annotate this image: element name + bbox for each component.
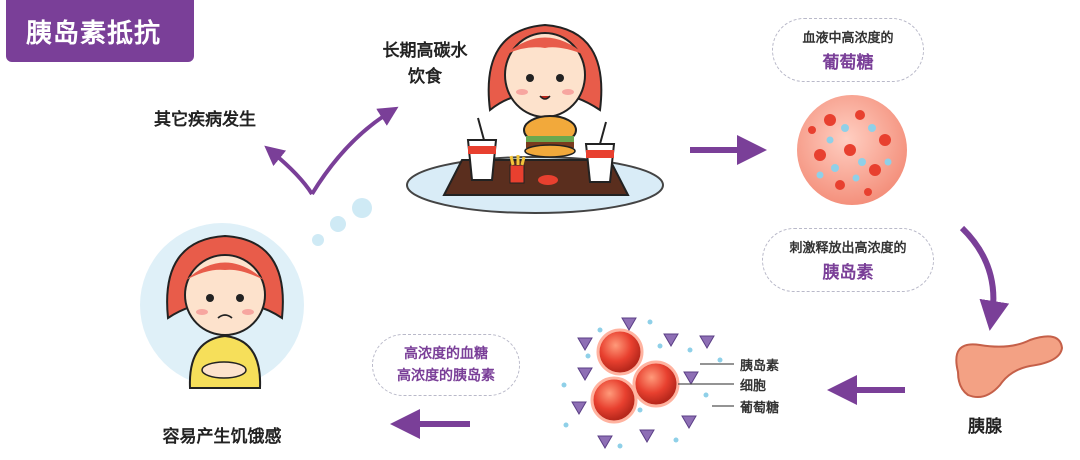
pancreas-label: 胰腺 (968, 417, 1002, 437)
insulin-bubble: 刺激释放出高浓度的 胰岛素 (762, 228, 934, 292)
arrow-to-other-disease (264, 145, 314, 196)
blood-bubble-line2: 高浓度的胰岛素 (397, 368, 495, 384)
arrow-to-pancreas (959, 225, 1010, 331)
legend-insulin: 胰岛素 (740, 359, 780, 374)
legend-glucose: 葡萄糖 (740, 401, 780, 416)
glucose-bubble: 血液中高浓度的 葡萄糖 (772, 18, 924, 82)
diet-label-line1: 长期高碳水 (382, 41, 468, 61)
diet-label-line2: 饮食 (408, 67, 442, 87)
hunger-label: 容易产生饥饿感 (162, 427, 282, 447)
glucose-bubble-big: 葡萄糖 (822, 53, 874, 73)
legend-cell: 细胞 (740, 379, 767, 394)
blood-bubble-line1: 高浓度的血糖 (404, 346, 488, 362)
other-disease-label: 其它疾病发生 (154, 110, 256, 130)
section-title: 胰岛素抵抗 (6, 0, 194, 62)
cells-cluster (561, 317, 734, 449)
girl-eating-illustration (406, 23, 664, 214)
glucose-bubble-small: 血液中高浓度的 (802, 31, 894, 46)
hungry-girl-illustration (140, 223, 304, 389)
blood-bubble: 高浓度的血糖 高浓度的胰岛素 (372, 334, 520, 396)
arrow-to-diet (310, 106, 399, 196)
pancreas-illustration (955, 335, 1064, 398)
blood-glucose-circle (797, 95, 907, 205)
thought-bubbles (312, 198, 372, 246)
insulin-bubble-small: 刺激释放出高浓度的 (789, 241, 907, 256)
insulin-bubble-big: 胰岛素 (822, 263, 874, 283)
diet-label: 长期高碳水 饮食 (370, 38, 480, 90)
